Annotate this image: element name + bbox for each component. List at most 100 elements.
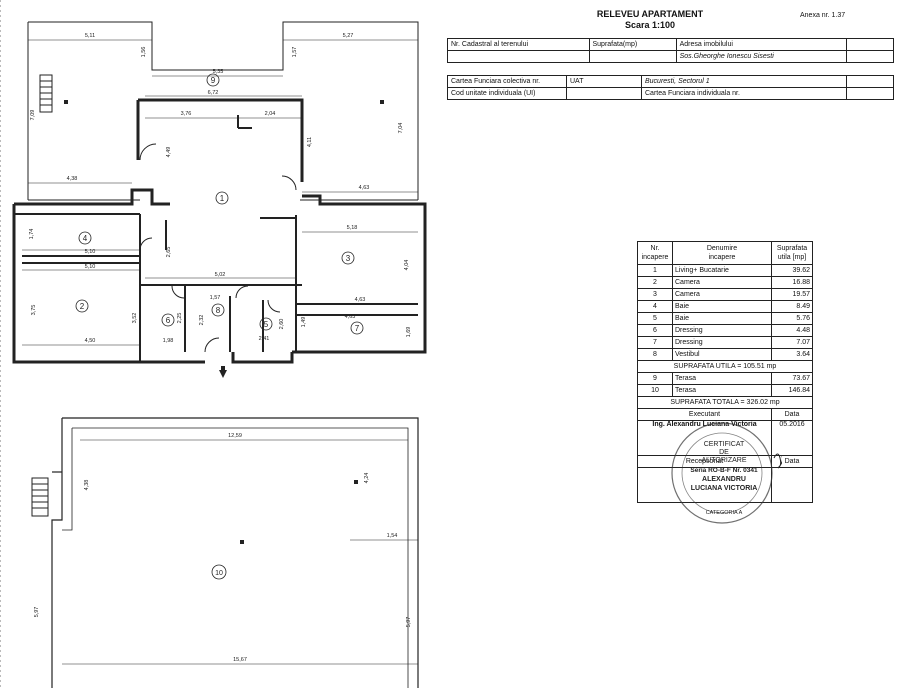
document-title: RELEVEU APARTAMENT Scara 1:100 (520, 9, 780, 31)
dim-text: 5,11 (85, 33, 95, 39)
dim-text: 15,67 (233, 657, 247, 663)
room-area: 19.57 (771, 288, 813, 301)
signature-icon (773, 453, 782, 469)
dim-text: 4,38 (84, 480, 90, 491)
dim-text: 4,49 (166, 147, 172, 158)
annex-label: Anexa nr. 1.37 (800, 12, 846, 19)
dim-text: 2,41 (259, 336, 270, 342)
dim-text: 4,38 (67, 176, 78, 182)
terrace-nr: 9 (637, 372, 673, 385)
dim-text: 4,50 (85, 338, 96, 344)
dim-text: 7,04 (398, 123, 404, 134)
room-nr: 6 (637, 324, 673, 337)
stamp-category: CATEGORIA A (706, 510, 743, 516)
room-nr: 3 (637, 288, 673, 301)
room-name: Dressing (672, 336, 772, 349)
entrance-arrow-icon (219, 366, 227, 378)
room-label-8: 8 (216, 306, 221, 315)
dim-text: 4,63 (345, 314, 356, 320)
cell-cadastral-label: Nr. Cadastral al terenului (447, 38, 590, 51)
dim-text: 4,04 (404, 260, 410, 271)
dim-text: 1,49 (301, 317, 307, 328)
authorization-stamp: CERTIFICAT DE AUTORIZARE Seria RO-B-F Nr… (671, 422, 782, 524)
room-nr: 1 (637, 264, 673, 277)
page-fold (0, 0, 1, 688)
room-nr: 8 (637, 348, 673, 361)
stamp-line-1: CERTIFICAT (704, 441, 745, 448)
dim-text: 4,11 (307, 137, 313, 147)
dim-text: 12,59 (228, 433, 242, 439)
stamp-line-4: Seria RO-B-F Nr. 0341 (690, 467, 758, 474)
room-area: 4.48 (771, 324, 813, 337)
room-label-2: 2 (80, 302, 85, 311)
dim-text: 5,10 (85, 264, 96, 270)
dim-text: 5,18 (347, 225, 358, 231)
room-nr: 2 (637, 276, 673, 289)
room-label-5: 5 (264, 320, 269, 329)
room-area: 39.62 (771, 264, 813, 277)
total-useful: SUPRAFATA UTILA = 105.51 mp (637, 360, 813, 373)
cell-cf-individuala: Cartea Funciara individuala nr. (641, 87, 847, 100)
dim-text: 2,60 (279, 319, 285, 330)
dim-text: 6,72 (208, 90, 219, 96)
room-name: Baie (672, 300, 772, 313)
dim-text: 5,97 (34, 607, 40, 618)
room-area: 7.07 (771, 336, 813, 349)
cell-cod-ui: Cod unitate individuala (UI) (447, 87, 567, 100)
terrace-area: 146.84 (771, 384, 813, 397)
room-name: Living+ Bucatarie (672, 264, 772, 277)
stamp-line-2: DE (719, 449, 729, 456)
room-name: Dressing (672, 324, 772, 337)
dim-text: 1,74 (29, 229, 35, 240)
dim-text: 2,32 (199, 315, 205, 326)
room-label-9: 9 (211, 76, 216, 85)
dim-text: 3,52 (132, 313, 138, 324)
dim-text: 3,75 (31, 305, 37, 316)
terrace-name: Terasa (672, 384, 772, 397)
dim-text: 1,54 (387, 533, 398, 539)
dim-text: 1,56 (141, 47, 147, 58)
room-area: 8.49 (771, 300, 813, 313)
dim-text: 2,04 (265, 111, 276, 117)
stamp-line-6: LUCIANA VICTORIA (691, 485, 758, 492)
dim-text: 5,02 (215, 272, 226, 278)
room-label-7: 7 (355, 324, 360, 333)
room-area: 3.64 (771, 348, 813, 361)
dim-text: 4,24 (364, 473, 370, 484)
cell-address-value: Sos.Gheorghe Ionescu Sisesti (675, 50, 848, 63)
dim-text: 2,65 (166, 247, 172, 258)
room-name: Vestibul (672, 348, 772, 361)
terrace-name: Terasa (672, 372, 772, 385)
room-area: 5.76 (771, 312, 813, 325)
dim-text: 1,57 (210, 295, 221, 301)
dim-text: 3,76 (181, 111, 192, 117)
cadastral-info-table-2: Cartea Funciara colectiva nr. UAT Bucure… (447, 75, 894, 100)
dim-text: 5,10 (85, 249, 96, 255)
dim-text: 5,27 (343, 33, 354, 39)
room-label-6: 6 (166, 316, 171, 325)
room-label-4: 4 (83, 234, 88, 243)
dim-text: 1,57 (292, 47, 298, 58)
dim-text: 5,97 (406, 617, 412, 628)
dim-text: 7,09 (30, 110, 36, 121)
stamp-line-5: ALEXANDRU (702, 476, 746, 483)
room-nr: 5 (637, 312, 673, 325)
cell-area-label: Suprafata(mp) (588, 38, 677, 51)
room-label-1: 1 (220, 194, 225, 203)
total-area: SUPRAFATA TOTALA = 326.02 mp (637, 396, 813, 409)
cell-uat: UAT (566, 75, 642, 88)
room-nr: 7 (637, 336, 673, 349)
dim-text: 2,25 (177, 313, 183, 324)
cadastral-info-table: Nr. Cadastral al terenului Suprafata(mp)… (447, 38, 894, 63)
cell-uat-value: Bucuresti, Sectorul 1 (641, 75, 847, 88)
dim-text: 1,98 (163, 338, 174, 344)
col-nr: Nr.incapere (637, 241, 673, 265)
